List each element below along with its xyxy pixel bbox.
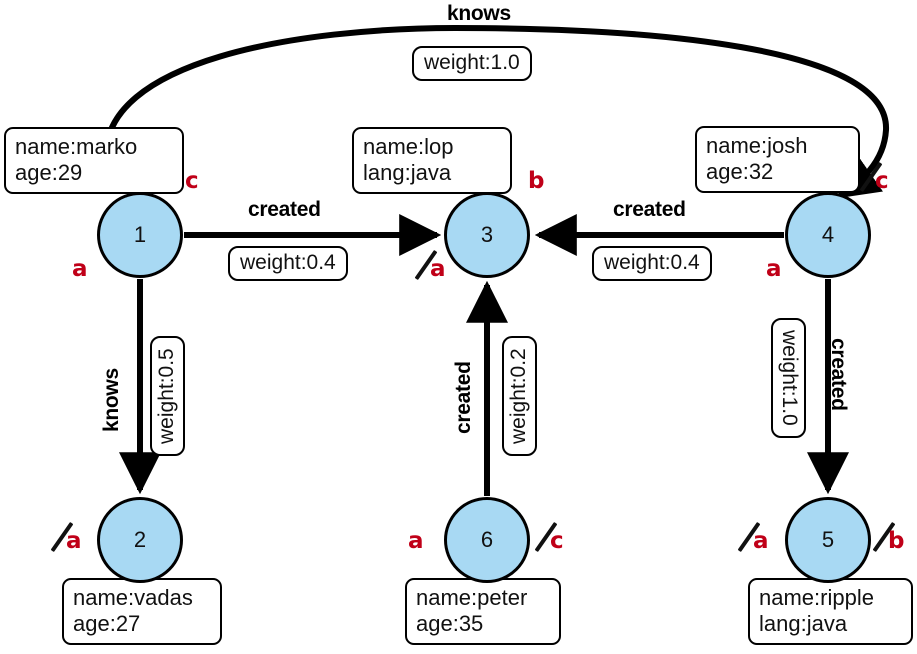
annotation-glyph: c — [550, 528, 564, 554]
vertex-id-label: 3 — [480, 222, 494, 247]
annotation-letter-c-struck-vertex-6: c — [534, 521, 564, 554]
edge-label-knows-1-4: knows — [447, 2, 511, 25]
annotation-letter-c-struck-vertex-4: c — [859, 161, 889, 194]
vertex-id-label: 2 — [133, 527, 147, 552]
annotation-glyph: c — [875, 168, 889, 194]
property-line: age:32 — [706, 158, 774, 184]
annotation-glyph: a — [66, 528, 82, 554]
property-box-vertex-5: name:ripple lang:java — [748, 578, 913, 645]
edge-weight-created-4-3: weight:0.4 — [592, 246, 712, 281]
annotation-letter-b-vertex-3: b — [528, 170, 544, 193]
property-line: name:lop — [363, 134, 454, 159]
annotation-glyph: c — [185, 168, 199, 194]
annotation-glyph: a — [408, 528, 424, 554]
annotation-letter-a-vertex-1: a — [72, 258, 88, 281]
annotation-glyph: a — [753, 528, 769, 554]
property-line: name:marko — [15, 134, 138, 159]
property-line: age:27 — [73, 610, 141, 636]
vertex-id-label: 5 — [821, 527, 835, 552]
edge-label-created-4-5: created — [827, 338, 850, 411]
annotation-letter-c-vertex-1: c — [185, 170, 199, 193]
property-box-vertex-4: name:josh age:32 — [695, 126, 860, 193]
vertex-5[interactable]: 5 — [785, 497, 871, 583]
edge-weight-created-6-3: weight:0.2 — [502, 336, 537, 456]
edge-weight-created-1-3: weight:0.4 — [228, 246, 348, 281]
property-line: name:josh — [706, 133, 808, 158]
annotation-letter-a-struck-vertex-2: a — [50, 521, 82, 554]
property-line: name:vadas — [73, 585, 193, 610]
property-line: name:ripple — [759, 585, 874, 610]
property-line: lang:java — [363, 159, 452, 185]
annotation-glyph: a — [430, 256, 446, 282]
annotation-glyph: a — [72, 256, 88, 282]
annotation-letter-a-vertex-6: a — [408, 530, 424, 553]
property-box-vertex-2: name:vadas age:27 — [62, 578, 222, 645]
annotation-glyph: b — [888, 528, 905, 554]
edge-label-knows-1-2: knows — [100, 368, 123, 432]
property-line: age:29 — [15, 159, 83, 185]
annotation-letter-b-struck-vertex-5: b — [872, 521, 905, 554]
vertex-id-label: 6 — [480, 527, 494, 552]
property-box-vertex-6: name:peter age:35 — [405, 578, 561, 645]
property-line: lang:java — [759, 610, 848, 636]
edge-label-created-6-3: created — [452, 361, 475, 434]
property-box-vertex-3: name:lop lang:java — [352, 127, 512, 194]
vertex-id-label: 1 — [133, 222, 147, 247]
annotation-letter-a-struck-vertex-5: a — [737, 521, 769, 554]
annotation-letter-a-vertex-4: a — [766, 258, 782, 281]
annotation-letter-a-struck-vertex-3: a — [414, 249, 446, 282]
annotation-glyph: a — [766, 256, 782, 282]
vertex-2[interactable]: 2 — [97, 497, 183, 583]
annotation-glyph: b — [528, 168, 545, 194]
edge-label-created-4-3: created — [613, 198, 686, 221]
edge-path-knows-1-4 — [102, 24, 890, 199]
property-line: name:peter — [416, 585, 528, 610]
vertex-1[interactable]: 1 — [97, 192, 183, 278]
edge-weight-created-4-5: weight:1.0 — [771, 318, 806, 438]
edge-weight-knows-1-4: weight:1.0 — [412, 46, 532, 81]
property-line: age:35 — [416, 610, 484, 636]
vertex-6[interactable]: 6 — [444, 497, 530, 583]
vertex-id-label: 4 — [821, 222, 835, 247]
property-box-vertex-1: name:marko age:29 — [4, 127, 184, 194]
edge-label-created-1-3: created — [248, 198, 321, 221]
vertex-4[interactable]: 4 — [785, 192, 871, 278]
edge-weight-knows-1-2: weight:0.5 — [150, 336, 185, 456]
vertex-3[interactable]: 3 — [444, 192, 530, 278]
